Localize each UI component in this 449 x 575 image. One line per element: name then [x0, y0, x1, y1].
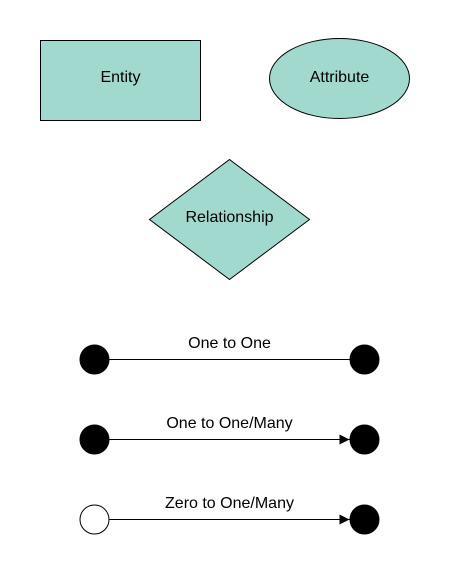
end-filled-dot	[349, 344, 380, 375]
connector-one-to-one: One to One	[79, 335, 380, 375]
relationship-label: Relationship	[185, 209, 273, 226]
entity-shape: Entity	[40, 40, 201, 121]
entity-rectangle	[40, 40, 201, 121]
attribute-label: Attribute	[310, 69, 370, 86]
attribute-shape: Attribute	[269, 38, 410, 119]
end-filled-dot	[349, 424, 380, 455]
connector-label-one-to-one-many: One to One/Many	[166, 415, 292, 432]
connector-label-zero-to-one-many: Zero to One/Many	[165, 495, 294, 512]
entity-label: Entity	[100, 69, 140, 86]
connector-label-one-to-one: One to One	[188, 335, 271, 352]
attribute-ellipse	[269, 38, 410, 119]
connector-zero-to-one-many: Zero to One/Many	[79, 495, 380, 535]
end-filled-dot	[349, 504, 380, 535]
relationship-shape: Relationship	[148, 158, 311, 281]
connector-one-to-one-many: One to One/Many	[79, 415, 380, 455]
start-empty-dot	[79, 504, 110, 535]
relationship-diamond	[148, 158, 311, 281]
start-filled-dot	[79, 344, 110, 375]
start-filled-dot	[79, 424, 110, 455]
